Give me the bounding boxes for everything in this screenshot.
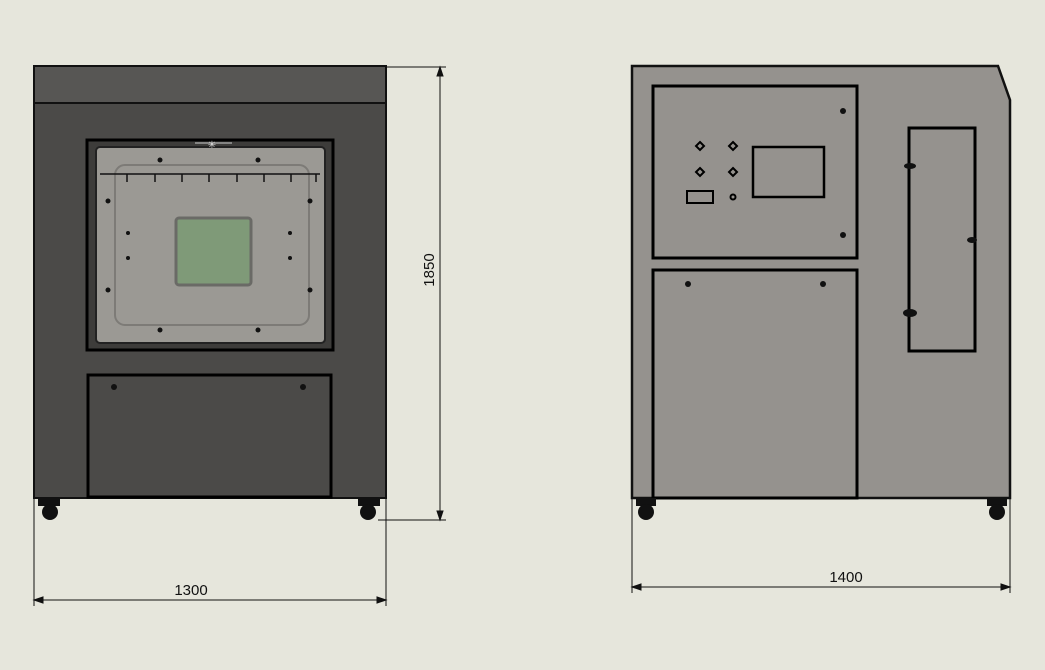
control-panel (651, 84, 859, 260)
front-view-cabinet: ✳ (33, 65, 387, 520)
hmi-screen (751, 145, 826, 199)
window-bolts (105, 157, 313, 333)
viewing-window: ✳ (85, 138, 335, 352)
side-view-cabinet (630, 64, 1012, 520)
caster-wheels (38, 498, 380, 520)
side-access-panel (903, 126, 977, 353)
ruler-ticks (126, 174, 317, 182)
side-width-label: 1400 (829, 569, 862, 586)
control-buttons (686, 140, 739, 204)
sensor-icon: ✳ (208, 140, 216, 151)
front-width-dimension (32, 498, 388, 606)
inner-screen (174, 216, 253, 287)
lower-door (86, 373, 333, 499)
top-band (33, 65, 387, 104)
lower-side-door (651, 268, 859, 500)
height-dimension (378, 65, 446, 522)
height-dimension-label: 1850 (421, 253, 438, 286)
front-width-label: 1300 (174, 582, 207, 599)
side-width-dimension (630, 498, 1012, 593)
caster-wheels (636, 498, 1007, 520)
